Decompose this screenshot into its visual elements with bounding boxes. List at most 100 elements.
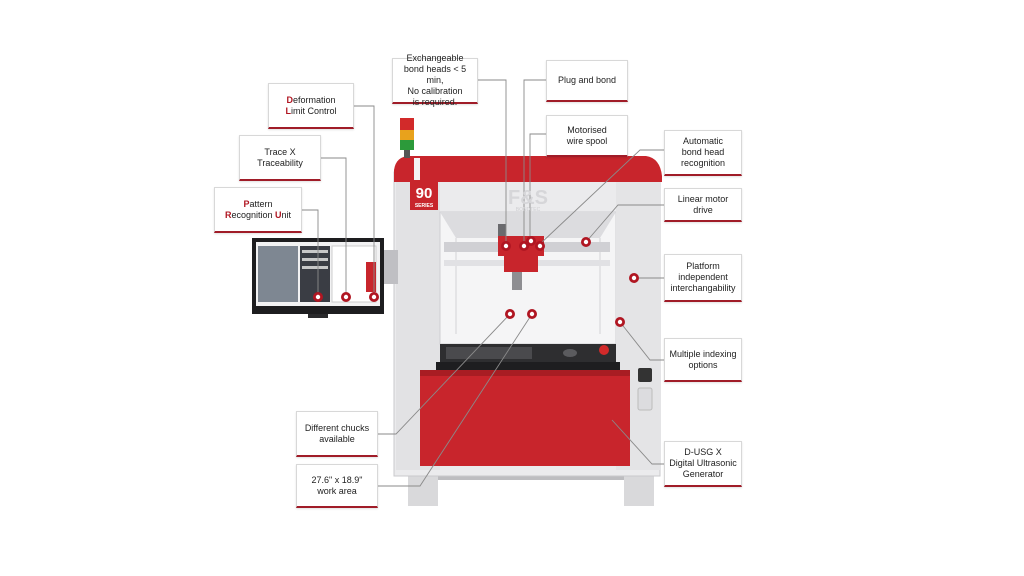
callout-text: Multiple indexing: [669, 348, 737, 359]
callout-text-rest: imit Control: [290, 105, 337, 116]
callout-text-rest: ecognition: [231, 209, 276, 220]
signal-light-amber: [400, 130, 414, 140]
series-label: SERIES: [415, 203, 434, 209]
roof-handle: [414, 158, 420, 180]
screen-line-3: [302, 266, 328, 269]
callout-initial: R: [224, 209, 232, 220]
callout-text: interchangability: [670, 283, 736, 293]
mouse: [563, 349, 577, 357]
callout-text: Pattern: [225, 199, 291, 210]
leader-dusg: [611, 419, 664, 465]
dot-workarea: [527, 309, 537, 319]
emergency-switch: [638, 368, 652, 382]
callout-initial: D: [286, 94, 293, 105]
shelf-edge: [436, 362, 620, 370]
screen-camera-view: [258, 246, 298, 302]
callout-motorised-wire-spool: Motorised wire spool: [546, 115, 628, 157]
dot-plug: [519, 241, 529, 251]
machine-roof: [394, 156, 662, 182]
callout-text: No calibration: [407, 86, 463, 96]
callout-text: Limit Control: [285, 106, 336, 117]
dot-platform: [629, 273, 639, 283]
callout-initial: U: [275, 209, 282, 220]
callout-text: work area: [317, 485, 357, 496]
chamber-ceiling: [440, 212, 616, 238]
callout-text: Exchangeable: [406, 53, 464, 63]
dot-motorised: [526, 236, 536, 246]
callout-text: Trace X: [264, 146, 296, 157]
callout-initial: L: [285, 105, 291, 116]
side-port: [637, 387, 653, 411]
callout-text: D-USG X: [684, 447, 722, 457]
callout-text: Deformation: [285, 95, 336, 106]
callout-text: Digital Ultrasonic: [669, 458, 737, 468]
callout-text: bond head: [681, 147, 725, 157]
brand-logo: F&S: [508, 187, 548, 209]
wire-spool: [498, 224, 506, 236]
callout-text: is required.: [412, 97, 458, 107]
callout-text: Recognition Unit: [225, 210, 291, 221]
callout-pattern-recognition-unit: Pattern Recognition Unit: [214, 187, 302, 233]
callout-text-rest: attern: [249, 198, 273, 209]
screen-line-2: [302, 258, 328, 261]
marker-dots: [313, 236, 639, 327]
leader-workarea: [378, 313, 533, 487]
callout-work-area: 27.6" x 18.9" work area: [296, 464, 378, 508]
leader-trace: [321, 157, 347, 296]
bond-head-body: [504, 256, 538, 272]
brand-subtitle: BONDTEC: [516, 207, 541, 213]
leader-pattern: [302, 209, 319, 296]
dot-pattern: [313, 292, 323, 302]
screen-panel: [300, 246, 330, 302]
callout-text: available: [319, 433, 355, 444]
series-badge: [410, 180, 438, 210]
leader-lines: [302, 79, 664, 487]
callout-text: Motorised: [567, 124, 607, 135]
leader-motorised: [529, 133, 546, 242]
leader-chucks: [378, 313, 511, 435]
series-number: 90: [416, 185, 433, 202]
dot-trace: [341, 292, 351, 302]
callout-text: 27.6" x 18.9": [311, 474, 363, 485]
cabinet-top-shade: [420, 370, 630, 376]
callout-text: Traceability: [257, 157, 303, 168]
callout-deformation-limit-control: Deformation Limit Control: [268, 83, 354, 129]
leader-indexing: [619, 321, 664, 361]
leader-plug: [523, 79, 546, 244]
dot-autobond: [535, 241, 545, 251]
lower-cabinet: [420, 370, 630, 466]
callout-automatic-bond-head-recognition: Automatic bond head recognition: [664, 130, 742, 176]
dot-linear: [581, 237, 591, 247]
bond-tool: [512, 272, 522, 290]
callout-text: Plug and bond: [557, 75, 617, 85]
leader-exchangeable: [478, 79, 507, 244]
callout-text: recognition: [680, 158, 726, 168]
monitor-arm: [384, 250, 398, 284]
callout-text: bond heads < 5 min,: [403, 64, 467, 85]
callout-text-rest: eformation: [292, 94, 336, 105]
dot-indexing: [615, 317, 625, 327]
callout-text-rest: nit: [281, 209, 292, 220]
screen-line-1: [302, 250, 328, 253]
dot-exchangeable: [501, 241, 511, 251]
signal-light-red: [400, 118, 414, 130]
callout-linear-motor-drive: Linear motor drive: [664, 188, 742, 222]
callout-text: independent: [678, 272, 728, 282]
callout-plug-and-bond: Plug and bond: [546, 60, 628, 102]
emergency-stop: [599, 345, 609, 355]
callout-different-chucks: Different chucks available: [296, 411, 378, 457]
callout-multiple-indexing-options: Multiple indexing options: [664, 338, 742, 382]
callout-text: Platform: [686, 261, 720, 271]
keyboard: [446, 347, 532, 359]
monitor-stand: [308, 314, 328, 318]
callout-text: wire spool: [566, 135, 608, 146]
callout-exchangeable-bond-heads: Exchangeable bond heads < 5 min, No cali…: [392, 53, 478, 107]
leader-linear: [585, 204, 664, 243]
callout-text: Linear motor drive: [677, 193, 729, 215]
leader-autobond: [539, 149, 664, 245]
callout-initial: P: [243, 198, 250, 209]
callout-text: options: [688, 359, 718, 370]
leader-deformation: [354, 105, 375, 296]
